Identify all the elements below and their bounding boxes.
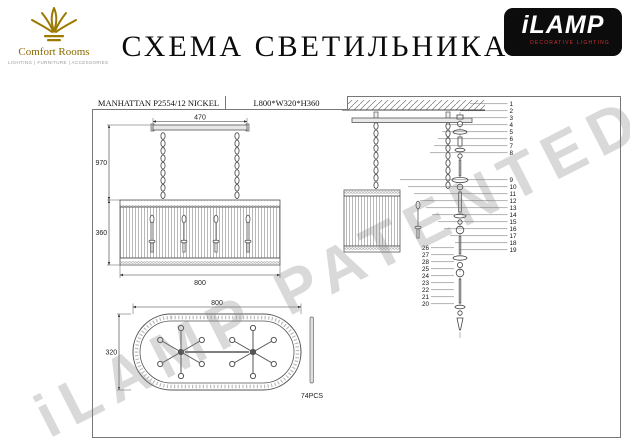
parts-view: 1 2 3 4 5 6 7 8 9 10 11 12 13 14 15 16 1… xyxy=(330,98,620,408)
part-callout: 2 xyxy=(510,108,514,115)
front-dim-drop-label: 970 xyxy=(96,160,108,167)
top-lamp-arms xyxy=(157,324,277,380)
rod-view: 74PCS xyxy=(294,314,330,406)
part-callout: 20 xyxy=(422,301,430,308)
front-dim-shade-width-label: 800 xyxy=(194,280,206,287)
top-view-drawing: 800 xyxy=(106,300,302,391)
spider-left xyxy=(157,324,205,380)
part-callout: 1 xyxy=(510,101,514,108)
front-dim-shade-height xyxy=(107,199,120,266)
front-dim-shade-height-label: 360 xyxy=(96,230,108,237)
part-callout: 18 xyxy=(510,240,518,247)
ilamp-logo: iLAMP DECORATIVE LIGHTING xyxy=(504,8,622,56)
top-dim-depth xyxy=(117,313,131,391)
part-callout: 27 xyxy=(422,252,430,259)
part-callout: 4 xyxy=(510,122,514,129)
top-dim-depth-label: 320 xyxy=(106,350,118,357)
comfort-rooms-logo: Comfort Rooms LIGHTING | FURNITURE | ACC… xyxy=(8,5,109,65)
ceiling-hatch xyxy=(342,100,485,111)
part-callout: 10 xyxy=(510,184,518,191)
part-callout: 13 xyxy=(510,205,518,212)
part-callout: 19 xyxy=(510,247,518,254)
front-view-drawing: 470 970 xyxy=(96,115,281,287)
leader-lines-right xyxy=(400,103,508,251)
part-callout: 8 xyxy=(510,150,514,157)
spider-right xyxy=(229,324,277,380)
ilamp-logo-text: iLAMP xyxy=(521,11,605,39)
exploded-candle xyxy=(414,200,422,239)
top-dim-width-label: 800 xyxy=(211,300,223,307)
part-callout: 15 xyxy=(510,219,518,226)
part-callout: 28 xyxy=(422,259,430,266)
front-dim-drop xyxy=(107,124,151,201)
front-dim-shade-width xyxy=(119,265,281,278)
front-shade xyxy=(119,199,281,266)
part-callouts-left: 26 27 28 25 24 23 22 21 20 xyxy=(422,245,430,308)
ilamp-logo-subtext: DECORATIVE LIGHTING xyxy=(530,40,610,47)
part-callout: 25 xyxy=(422,266,430,273)
mount-bar xyxy=(351,111,473,123)
part-callout: 5 xyxy=(510,129,514,136)
side-chains xyxy=(373,122,451,189)
rod-count-label: 74PCS xyxy=(301,393,324,400)
front-view: 470 970 xyxy=(95,112,305,297)
top-dim-width xyxy=(132,303,302,314)
ceiling-bar xyxy=(150,123,250,132)
part-callout: 26 xyxy=(422,245,430,252)
brand-name: Comfort Rooms xyxy=(18,46,90,58)
part-callout: 7 xyxy=(510,143,514,150)
part-callout: 24 xyxy=(422,273,430,280)
rod-drawing: 74PCS xyxy=(301,316,324,400)
leader-lines-left xyxy=(431,247,454,305)
front-chains xyxy=(160,132,240,199)
spec-table: MANHATTAN P2554/12 NICKEL L800*W320*H360 xyxy=(92,96,348,110)
part-callout: 6 xyxy=(510,136,514,143)
part-callout: 16 xyxy=(510,226,518,233)
top-view: 800 xyxy=(105,298,320,403)
part-callout: 23 xyxy=(422,280,430,287)
part-callout: 11 xyxy=(510,191,517,198)
brand-tagline: LIGHTING | FURNITURE | ACCESSORIES xyxy=(8,60,109,65)
crown-icon xyxy=(31,7,77,42)
side-shade xyxy=(343,189,401,253)
part-callout: 3 xyxy=(510,115,514,122)
part-callout: 17 xyxy=(510,233,518,240)
crystal-rod xyxy=(309,316,314,384)
parts-view-drawing: 1 2 3 4 5 6 7 8 9 10 11 12 13 14 15 16 1… xyxy=(342,100,518,338)
part-callouts-right: 1 2 3 4 5 6 7 8 9 10 11 12 13 14 15 16 1… xyxy=(510,101,518,254)
part-callout: 14 xyxy=(510,212,518,219)
spec-model-cell: MANHATTAN P2554/12 NICKEL xyxy=(92,96,226,110)
spec-size-cell: L800*W320*H360 xyxy=(226,96,348,110)
part-callout: 22 xyxy=(422,287,430,294)
part-callout: 9 xyxy=(510,177,514,184)
front-dim-canopy-label: 470 xyxy=(194,115,206,122)
part-callout: 12 xyxy=(510,198,518,205)
page-title: СХЕМА СВЕТИЛЬНИКА xyxy=(121,30,509,63)
part-callout: 21 xyxy=(422,294,430,301)
